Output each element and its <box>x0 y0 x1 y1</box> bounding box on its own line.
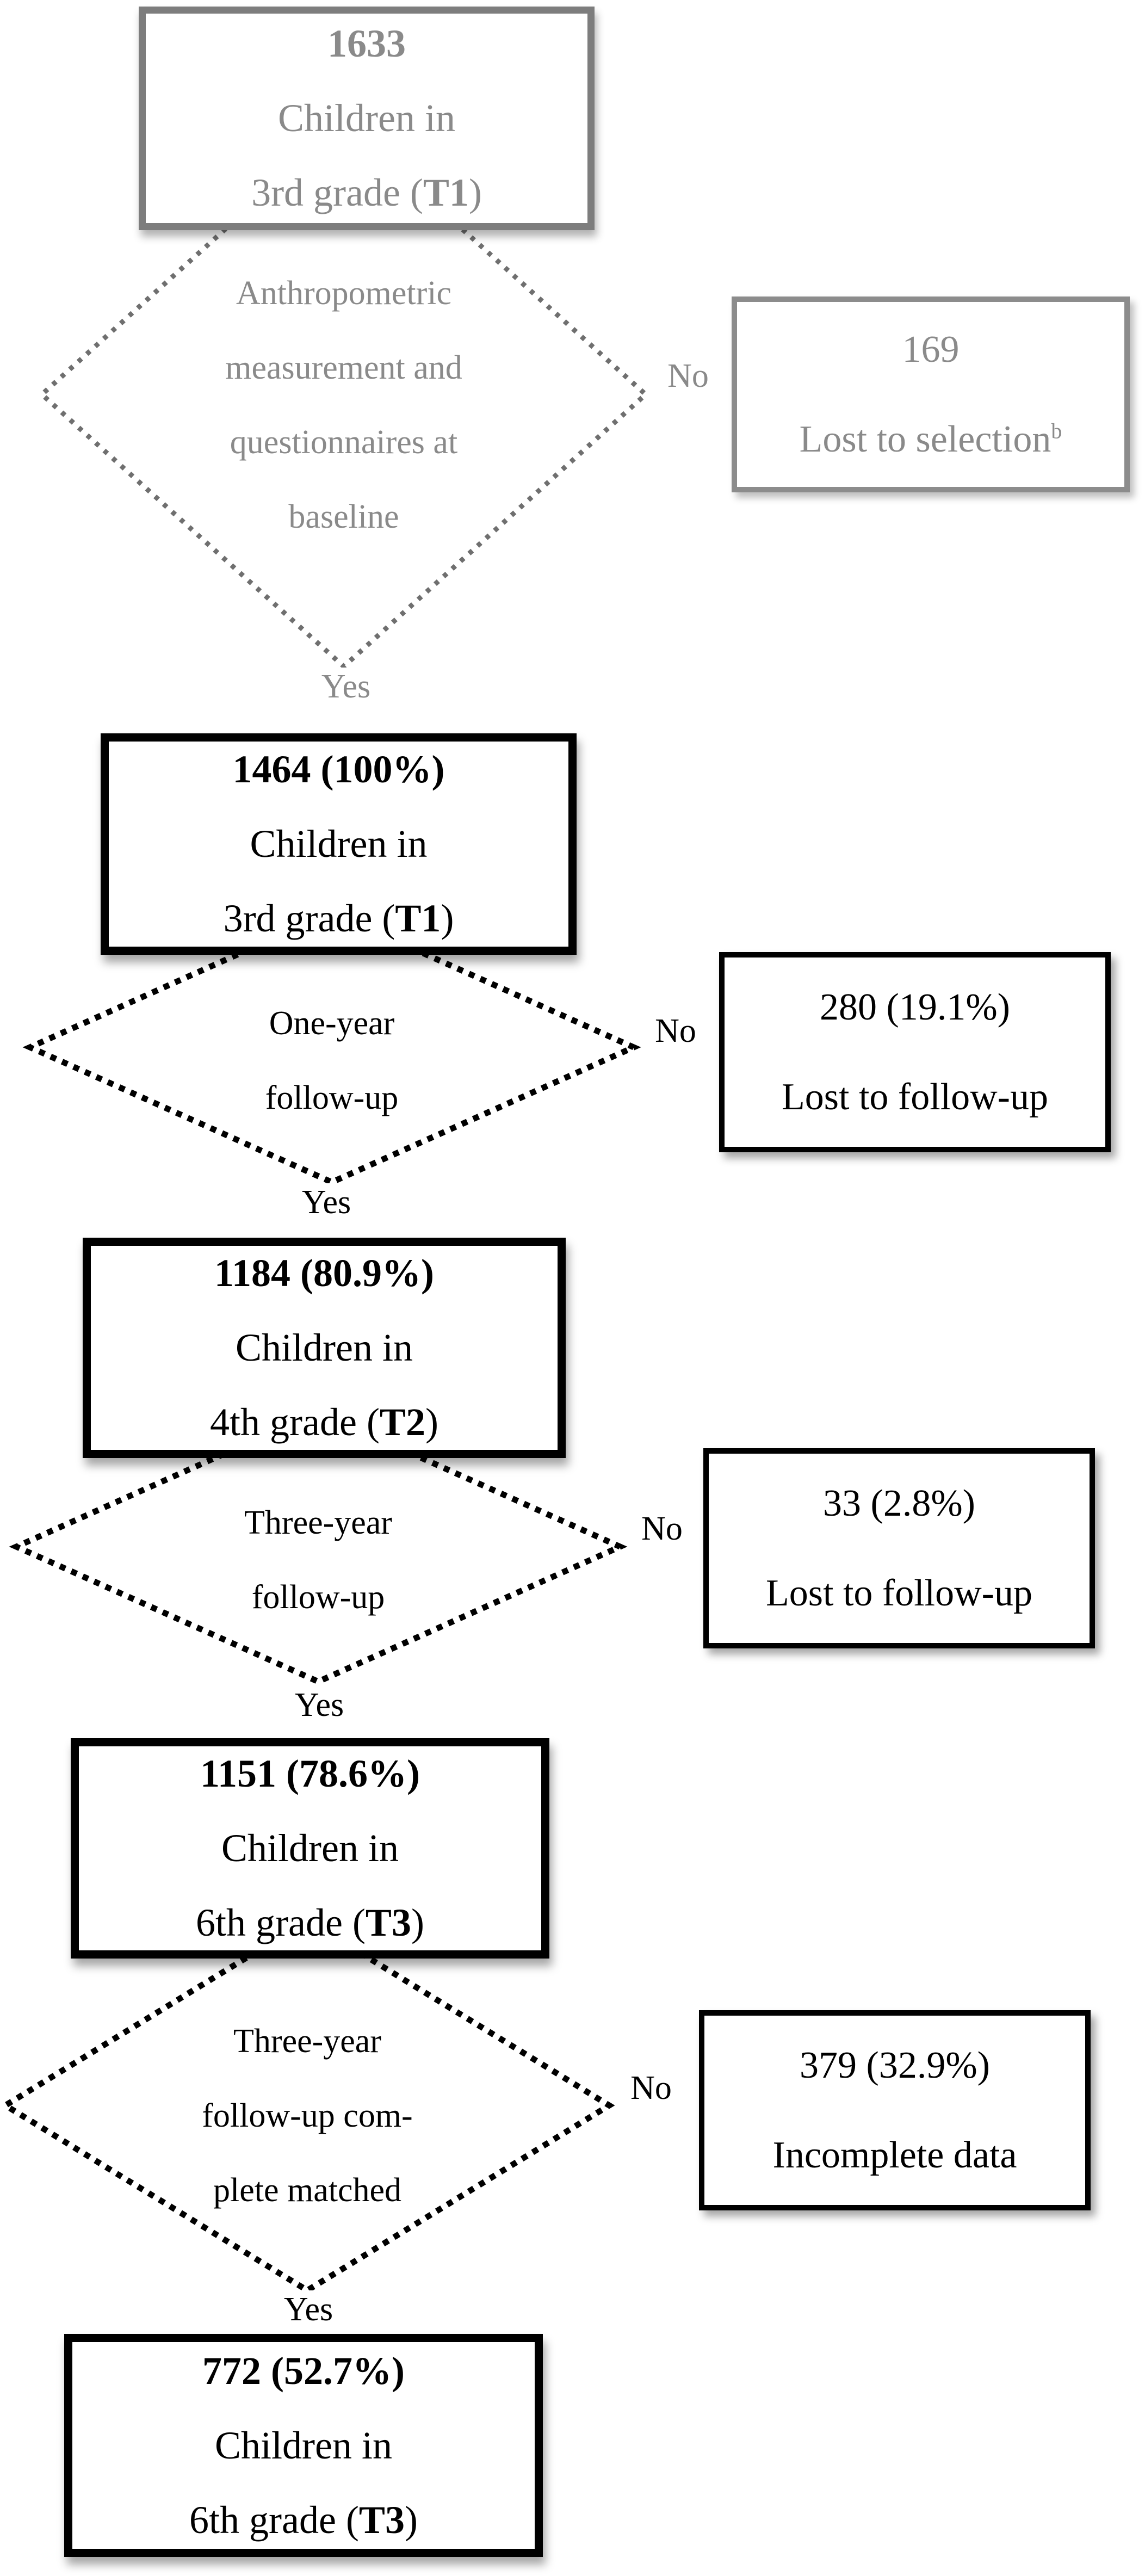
yes-label-1: Yes <box>290 668 401 706</box>
decision-line: Three-year <box>244 1504 392 1541</box>
stage-line2: Children in <box>250 822 428 866</box>
side-box-incomplete-data: 379 (32.9%) Incomplete data <box>699 2010 1091 2210</box>
yes-label-2: Yes <box>271 1183 382 1221</box>
footnote-marker: b <box>1051 418 1062 443</box>
side-label: Lost to follow-up <box>782 1052 1048 1142</box>
decision-line: follow-up <box>265 1079 399 1116</box>
stage-line2: Children in <box>215 2423 392 2467</box>
stage-count: 1151 (78.6%) <box>200 1752 420 1795</box>
grade-close: ) <box>404 2498 418 2542</box>
no-label-3: No <box>641 1510 683 1547</box>
grade-text: 6th grade ( <box>189 2498 359 2542</box>
enrollment-line2: Children in <box>278 96 455 140</box>
side-label-text: Lost to selection <box>799 418 1051 460</box>
side-box-lost-followup-1: 280 (19.1%) Lost to follow-up <box>719 952 1111 1152</box>
grade-close: ) <box>441 897 454 940</box>
stage-line3: 6th grade (T3) <box>196 1886 424 1960</box>
side-label-text: Lost to follow-up <box>766 1572 1032 1614</box>
decision-line: Three-year <box>233 2023 381 2060</box>
grade-close: ) <box>411 1901 424 1944</box>
side-box-lost-selection: 169 Lost to selectionb <box>732 296 1130 492</box>
side-box-lost-followup-2: 33 (2.8%) Lost to follow-up <box>703 1448 1095 1648</box>
grade-timepoint: T3 <box>358 2498 405 2542</box>
decision-diamond-outline-baseline <box>38 119 649 670</box>
grade-text: 6th grade ( <box>196 1901 366 1944</box>
no-label-2: No <box>655 1012 696 1049</box>
stage-line3: 4th grade (T2) <box>210 1385 438 1460</box>
decision-text-three-year-complete: Three-year follow-up com- plete matched <box>90 2004 525 2228</box>
side-count: 33 (2.8%) <box>823 1482 975 1524</box>
decision-line: baseline <box>288 498 399 535</box>
stage-line2: Children in <box>221 1826 399 1870</box>
side-label: Incomplete data <box>773 2110 1017 2200</box>
side-label-text: Incomplete data <box>772 2134 1017 2176</box>
decision-line: follow-up com- <box>202 2097 413 2134</box>
no-label-4: No <box>630 2070 672 2106</box>
side-count: 169 <box>902 329 960 370</box>
grade-timepoint: T1 <box>423 171 469 214</box>
decision-line: measurement and <box>225 349 462 386</box>
decision-line: follow-up <box>251 1579 385 1616</box>
decision-line: plete matched <box>213 2172 401 2209</box>
stage-line3: 3rd grade (T1) <box>224 881 454 956</box>
yes-label-3: Yes <box>264 1686 375 1724</box>
decision-diamond-outline-three-year <box>9 1408 628 1685</box>
grade-text: 3rd grade ( <box>223 897 395 940</box>
decision-line: Anthropometric <box>236 275 451 312</box>
decision-diamond-outline-one-year <box>22 909 641 1186</box>
no-label-1: No <box>667 357 709 394</box>
grade-timepoint: T1 <box>395 897 441 940</box>
decision-text-baseline: Anthropometric measurement and questionn… <box>115 256 572 554</box>
stage-box-t3: 1151 (78.6%) Children in 6th grade (T3) <box>71 1738 549 1959</box>
decision-line: One-year <box>269 1005 395 1042</box>
side-label: Lost to selectionb <box>800 394 1062 484</box>
grade-timepoint: T3 <box>365 1901 411 1944</box>
side-count: 379 (32.9%) <box>800 2044 990 2086</box>
stage-box-t2: 1184 (80.9%) Children in 4th grade (T2) <box>83 1238 566 1458</box>
stage-box-t1: 1464 (100%) Children in 3rd grade (T1) <box>101 733 577 955</box>
side-label-text: Lost to follow-up <box>782 1076 1048 1118</box>
grade-timepoint: T2 <box>379 1400 425 1444</box>
grade-text: 4th grade ( <box>210 1400 380 1444</box>
final-box-t3: 772 (52.7%) Children in 6th grade (T3) <box>64 2334 543 2557</box>
stage-count: 772 (52.7%) <box>202 2349 405 2393</box>
decision-diamond-outline-three-year-complete <box>0 1917 615 2294</box>
enrollment-count: 1633 <box>327 22 406 65</box>
yes-label-4: Yes <box>253 2290 364 2328</box>
grade-text: 3rd grade ( <box>251 171 423 214</box>
stage-line2: Children in <box>236 1326 413 1369</box>
grade-close: ) <box>425 1400 438 1444</box>
stage-count: 1184 (80.9%) <box>214 1251 434 1295</box>
side-count: 280 (19.1%) <box>820 986 1010 1028</box>
stage-count: 1464 (100%) <box>232 748 445 791</box>
decision-text-one-year: One-year follow-up <box>114 986 549 1135</box>
decision-line: questionnaires at <box>230 424 458 461</box>
decision-text-three-year: Three-year follow-up <box>101 1486 536 1635</box>
side-label: Lost to follow-up <box>766 1548 1032 1638</box>
stage-line3: 6th grade (T3) <box>189 2483 418 2558</box>
enrollment-box: 1633 Children in 3rd grade (T1) <box>139 7 595 230</box>
grade-close: ) <box>468 171 482 214</box>
enrollment-line3: 3rd grade (T1) <box>251 156 482 230</box>
